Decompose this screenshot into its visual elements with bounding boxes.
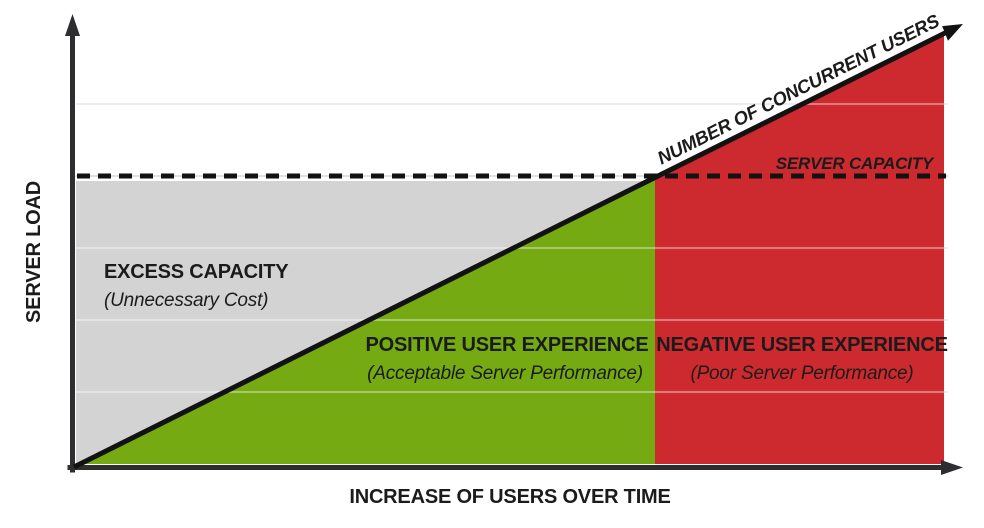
negative-region-subtitle: (Poor Server Performance) xyxy=(690,363,913,384)
negative-experience-region xyxy=(655,33,944,464)
excess-region-subtitle: (Unnecessary Cost) xyxy=(104,290,268,311)
positive-region-title: POSITIVE USER EXPERIENCE xyxy=(365,334,648,356)
negative-region-title: NEGATIVE USER EXPERIENCE xyxy=(656,334,948,356)
concurrent-users-line xyxy=(72,24,963,470)
x-axis-arrowhead-icon xyxy=(941,460,963,475)
x-axis-label: INCREASE OF USERS OVER TIME xyxy=(349,486,670,508)
y-axis-label: SERVER LOAD xyxy=(23,181,45,323)
excess-region-title: EXCESS CAPACITY xyxy=(104,261,289,283)
positive-region-subtitle: (Acceptable Server Performance) xyxy=(367,363,643,384)
users-line xyxy=(72,30,948,470)
users-line-arrowhead-icon xyxy=(942,24,963,41)
server-capacity-label: SERVER CAPACITY xyxy=(776,154,935,173)
y-axis-arrowhead-icon xyxy=(65,14,80,36)
axes xyxy=(65,14,963,475)
